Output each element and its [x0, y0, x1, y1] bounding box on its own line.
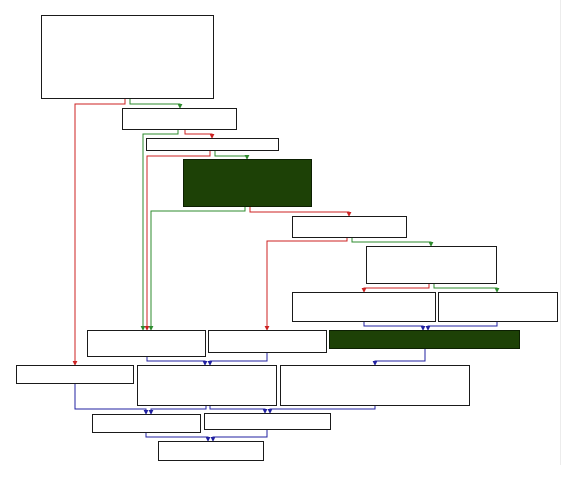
basic-block-entry[interactable]	[41, 15, 214, 99]
edge-b7-b12	[146, 357, 208, 366]
basic-block-exit[interactable]	[158, 441, 264, 461]
edge-b15-b16	[210, 430, 268, 442]
edge-b9b-b11	[425, 322, 498, 331]
edge-b1-b10	[72, 99, 126, 366]
edge-b14-b16	[145, 433, 211, 442]
edge-b6-b9b	[433, 284, 500, 293]
basic-block[interactable]	[280, 365, 470, 406]
edge-b3-b7	[144, 151, 211, 331]
highlighted-basic-block[interactable]	[329, 330, 520, 349]
edge-b11-b13	[372, 349, 426, 366]
basic-block[interactable]	[92, 414, 201, 433]
basic-block[interactable]	[438, 292, 558, 322]
edge-b6-b9a	[361, 284, 430, 293]
edge-b5-b8	[264, 238, 348, 331]
edge-b1-b2	[129, 99, 183, 109]
basic-block[interactable]	[137, 365, 277, 406]
edge-b8-b12	[207, 353, 268, 366]
edge-b2-b3	[184, 130, 215, 139]
highlighted-basic-block[interactable]	[183, 159, 312, 207]
basic-block[interactable]	[204, 413, 331, 430]
edge-b10-b14	[74, 384, 149, 415]
edge-b2-b7	[140, 130, 179, 331]
basic-block[interactable]	[366, 246, 497, 284]
edge-b5-b6	[351, 238, 434, 247]
edge-b12-b14	[148, 406, 207, 415]
scroll-gutter	[560, 0, 561, 465]
basic-block[interactable]	[16, 365, 134, 384]
basic-block[interactable]	[146, 138, 279, 151]
edge-b4-b5	[249, 207, 352, 217]
basic-block[interactable]	[292, 216, 407, 238]
basic-block[interactable]	[87, 330, 206, 357]
edge-b12-b15	[209, 406, 268, 414]
edge-b4-b7	[148, 207, 246, 331]
basic-block[interactable]	[122, 108, 237, 130]
basic-block[interactable]	[292, 292, 436, 322]
edge-b13-b15	[267, 406, 376, 414]
basic-block[interactable]	[208, 330, 327, 353]
edge-b9a-b11	[363, 322, 426, 331]
edge-b3-b4	[214, 151, 250, 160]
